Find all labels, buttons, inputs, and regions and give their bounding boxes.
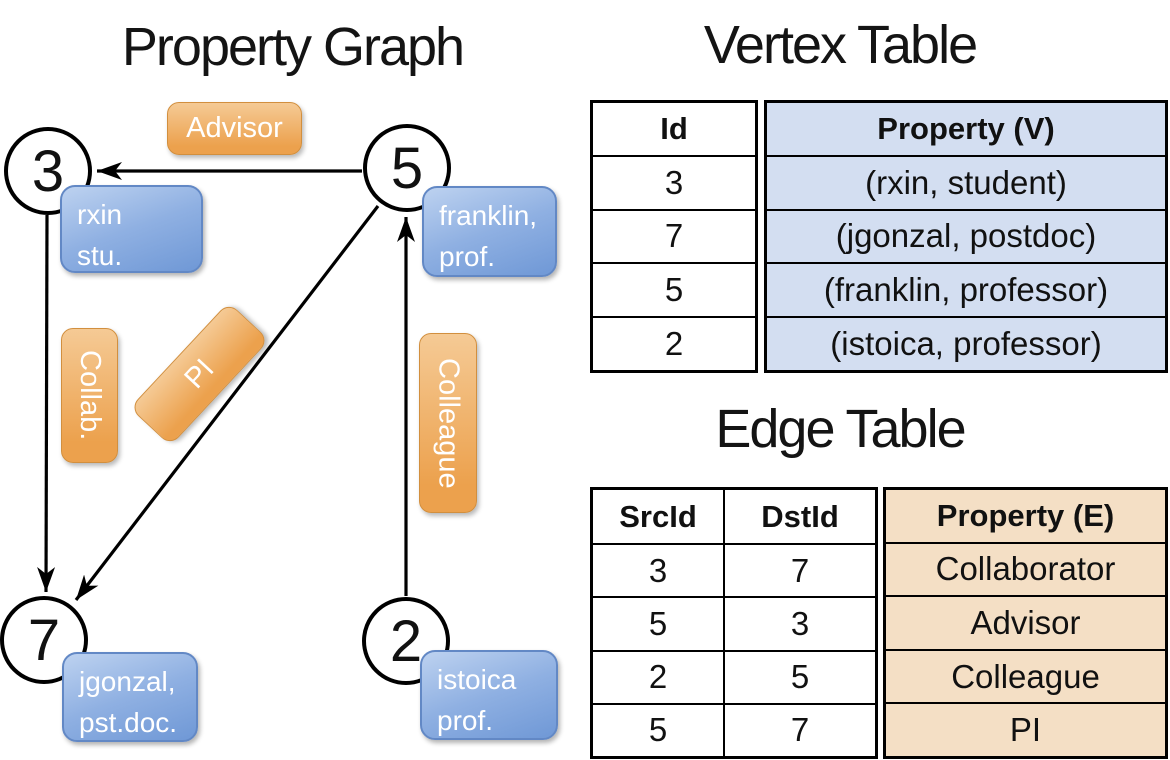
vertex-property-cell: (istoica, professor) [767,316,1165,370]
vertex-property-cell: (rxin, student) [767,154,1165,209]
vertex-card-line2: prof. [439,240,496,272]
edge-src-cell: 2 [593,649,723,703]
edge-table-src-header: SrcId [619,498,697,534]
vertex-table-title: Vertex Table [703,15,978,75]
edge-table-title: Edge Table [715,399,966,459]
edge-collab-arrow [37,214,56,593]
vertex-card-istoica: istoica prof. [420,650,558,740]
node-circle-5: 5 [363,124,451,212]
vertex-id-cell: 3 [593,154,755,209]
edge-dst-cell: 7 [723,543,875,597]
edge-property-cell: Collaborator [886,541,1165,596]
node-id-label: 5 [390,135,424,201]
edge-label-advisor: Advisor [167,102,302,155]
edge-table-property-column: Property (E) Collaborator Advisor Collea… [883,487,1168,759]
edge-label-collab: Collab. [61,328,118,463]
edge-table-property-header: Property (E) [936,497,1115,533]
vertex-id-cell: 7 [593,208,755,263]
vertex-table-property-column: Property (V) (rxin, student) (jgonzal, p… [764,100,1168,373]
edge-pi-arrow [74,205,380,601]
vertex-card-line1: franklin, [439,200,538,231]
vertex-card-line1: rxin [77,199,123,230]
edge-src-cell: 3 [593,543,723,596]
vertex-card-line2: prof. [437,704,494,736]
vertex-card-line1: jgonzal, [79,666,176,697]
edge-dst-cell: 5 [723,649,875,703]
vertex-card-line2: pst.doc. [79,706,178,738]
vertex-property-cell: (franklin, professor) [767,262,1165,316]
node-id-label: 3 [31,138,65,204]
graph-edges [37,162,415,601]
node-id-label: 7 [27,607,61,673]
vertex-card-jgonzal: jgonzal, pst.doc. [62,652,198,742]
edge-property-cell: Colleague [886,648,1165,703]
vertex-table-id-header: Id [660,110,688,146]
vertex-card-rxin: rxin stu. [60,185,203,273]
node-id-label: 2 [389,608,423,674]
edge-property-cell: PI [886,702,1165,756]
edge-table-id-columns: SrcId DstId 3 7 5 3 2 5 5 7 [590,487,878,759]
vertex-card-line1: istoica [437,664,517,695]
edge-dst-cell: 7 [723,702,875,756]
vertex-table-property-header: Property (V) [877,110,1055,146]
vertex-table-id-column: Id 3 7 5 2 [590,100,758,373]
node-circle-2: 2 [362,597,450,685]
edge-src-cell: 5 [593,702,723,756]
vertex-card-line2: stu. [77,239,123,271]
property-graph-title: Property Graph [121,17,465,77]
vertex-id-cell: 2 [593,316,755,370]
edge-dst-cell: 3 [723,596,875,650]
vertex-card-franklin: franklin, prof. [422,186,557,277]
vertex-id-cell: 5 [593,262,755,316]
edge-table-dst-header: DstId [723,490,875,544]
edge-src-cell: 5 [593,596,723,649]
edge-label-colleague: Colleague [419,333,477,513]
edge-property-cell: Advisor [886,595,1165,649]
vertex-property-cell: (jgonzal, postdoc) [767,208,1165,263]
